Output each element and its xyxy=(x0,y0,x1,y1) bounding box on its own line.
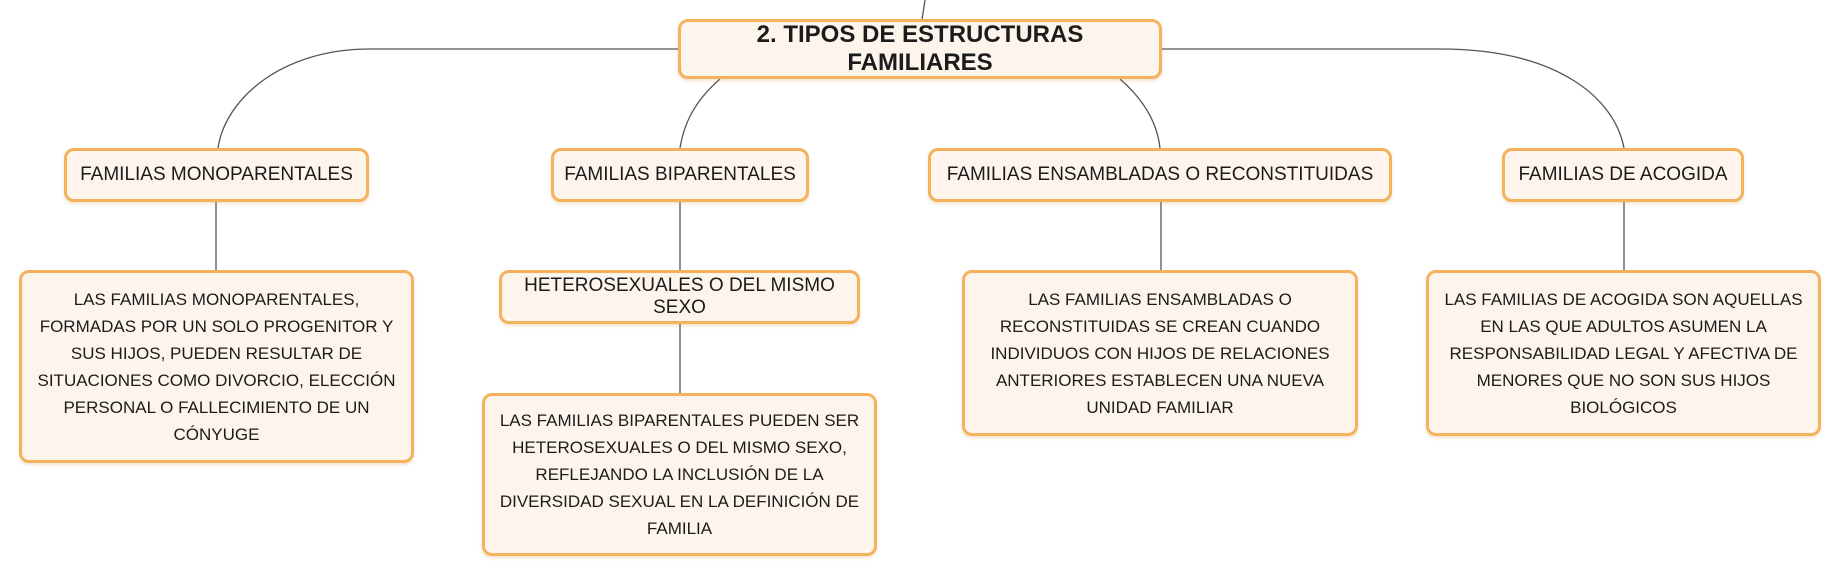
connector-root-to-ensambladas xyxy=(1119,78,1161,149)
connector-parent-to-root xyxy=(921,0,926,21)
connector-root-to-monoparentales xyxy=(217,48,680,149)
leaf-text: LAS FAMILIAS ENSAMBLADAS O RECONSTITUIDA… xyxy=(990,289,1330,417)
leaf-acogida-description[interactable]: LAS FAMILIAS DE ACOGIDA SON AQUELLAS EN … xyxy=(1426,270,1821,436)
node-familias-monoparentales[interactable]: FAMILIAS MONOPARENTALES xyxy=(64,148,369,202)
node-familias-ensambladas[interactable]: FAMILIAS ENSAMBLADAS O RECONSTITUIDAS xyxy=(928,148,1392,202)
node-label: FAMILIAS DE ACOGIDA xyxy=(1518,164,1728,185)
node-familias-de-acogida[interactable]: FAMILIAS DE ACOGIDA xyxy=(1502,148,1744,202)
leaf-text: LAS FAMILIAS BIPARENTALES PUEDEN SER HET… xyxy=(499,411,860,538)
node-familias-biparentales[interactable]: FAMILIAS BIPARENTALES xyxy=(551,148,809,202)
connector-root-to-biparentales xyxy=(679,78,721,149)
leaf-text: LAS FAMILIAS MONOPARENTALES, FORMADAS PO… xyxy=(37,289,396,444)
root-node-label: 2. TIPOS DE ESTRUCTURAS FAMILIARES xyxy=(756,21,1084,76)
leaf-monoparentales-description[interactable]: LAS FAMILIAS MONOPARENTALES, FORMADAS PO… xyxy=(19,270,414,463)
node-label: FAMILIAS BIPARENTALES xyxy=(564,164,796,185)
node-label: FAMILIAS ENSAMBLADAS O RECONSTITUIDAS xyxy=(946,164,1374,185)
leaf-biparentales-description[interactable]: LAS FAMILIAS BIPARENTALES PUEDEN SER HET… xyxy=(482,393,877,556)
connector-root-to-acogida xyxy=(1162,48,1625,149)
leaf-ensambladas-description[interactable]: LAS FAMILIAS ENSAMBLADAS O RECONSTITUIDA… xyxy=(962,270,1358,436)
leaf-text: LAS FAMILIAS DE ACOGIDA SON AQUELLAS EN … xyxy=(1444,289,1803,417)
node-heterosexuales-mismo-sexo[interactable]: HETEROSEXUALES O DEL MISMO SEXO xyxy=(499,270,860,324)
root-node[interactable]: 2. TIPOS DE ESTRUCTURAS FAMILIARES xyxy=(678,19,1162,79)
node-label: HETEROSEXUALES O DEL MISMO SEXO xyxy=(524,275,835,318)
node-label: FAMILIAS MONOPARENTALES xyxy=(80,164,353,185)
